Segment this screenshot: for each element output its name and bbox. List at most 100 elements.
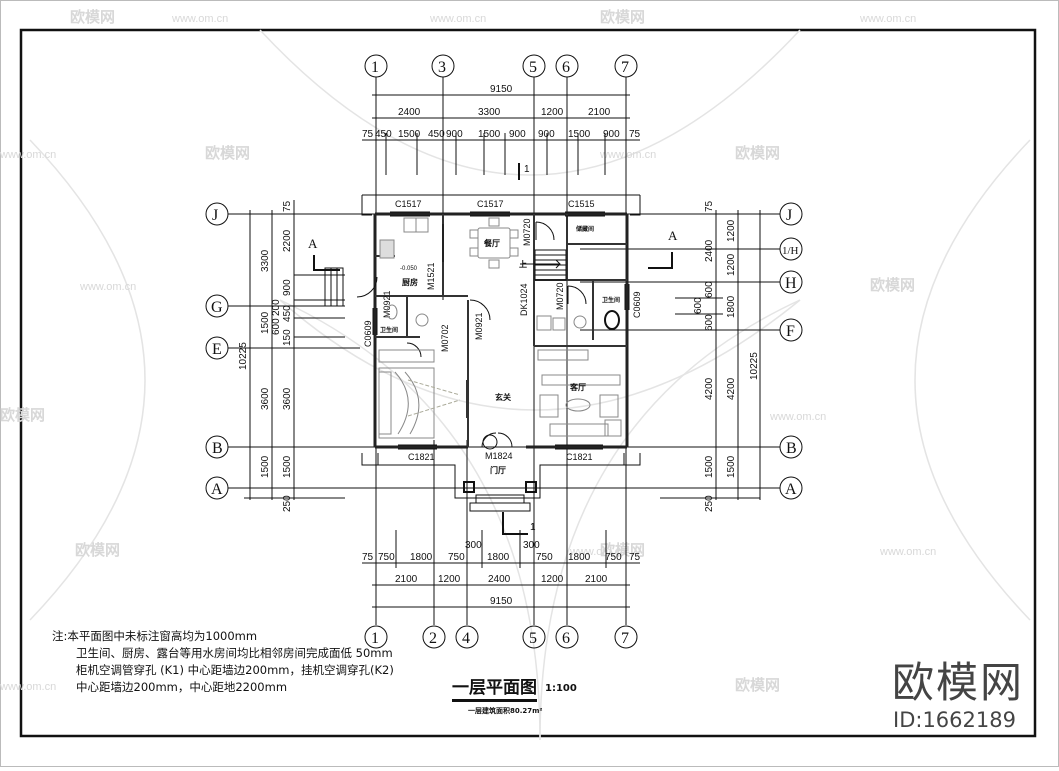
svg-text:F: F [786,323,795,340]
top-axis-bubbles [364,54,638,78]
svg-text:1500: 1500 [726,455,737,478]
door-tag-dk1024: DK1024 [519,283,529,316]
svg-text:250: 250 [704,495,715,512]
svg-text:3300: 3300 [260,249,271,272]
axis-label-bottom-7: 7 [621,630,629,647]
svg-text:600: 600 [271,318,282,335]
axis-label-bottom-1: 1 [371,630,379,647]
svg-text:欧模网: 欧模网 [75,541,120,559]
svg-text:欧模网: 欧模网 [870,276,915,294]
bottom-dimension-lines [362,530,640,608]
svg-text:www.om.cn: www.om.cn [879,546,936,558]
svg-text:www.om.cn: www.om.cn [429,13,486,25]
svg-text:3300: 3300 [478,107,501,118]
svg-text:600: 600 [704,314,715,331]
svg-text:1200: 1200 [726,253,737,276]
svg-text:2400: 2400 [704,239,715,262]
door-tag-m0921: M0921 [474,312,484,340]
svg-text:300: 300 [465,540,482,551]
svg-text:J: J [786,207,792,224]
top-dimension-lines [362,94,640,175]
svg-text:300: 300 [523,540,540,551]
svg-text:4200: 4200 [704,377,715,400]
svg-text:欧模网: 欧模网 [600,541,645,559]
left-dimension-lines [249,200,345,500]
svg-text:1800: 1800 [487,552,510,563]
svg-text:欧模网: 欧模网 [600,8,645,26]
note-line: 注:本平面图中未标注窗高均为1000mm [52,629,258,643]
svg-text:750: 750 [378,552,395,563]
svg-text:欧模网: 欧模网 [0,406,45,424]
svg-text:75: 75 [704,200,715,212]
svg-text:1800: 1800 [410,552,433,563]
dim-top-total: 9150 [490,84,513,95]
stair-up-label: 上 [519,259,527,269]
svg-text:600: 600 [704,281,715,298]
room-label-wc-right: 卫生间 [602,296,620,304]
door-tag-m1521: M1521 [426,262,436,290]
svg-text:75: 75 [629,129,641,140]
room-label-foyer: 玄关 [495,392,511,402]
dim-left-total: 10225 [238,342,249,370]
svg-text:750: 750 [536,552,553,563]
svg-text:900: 900 [538,129,555,140]
svg-text:www.om.cn: www.om.cn [0,681,56,693]
axis-label-top-1: 1 [371,59,379,76]
svg-text:1500: 1500 [478,129,501,140]
room-label-entrance: 门厅 [490,465,506,475]
exterior-walls [373,212,629,449]
section-mark-a-right: A [668,228,678,243]
svg-text:200: 200 [271,299,282,316]
svg-text:3600: 3600 [260,387,271,410]
room-label-storage: 储藏间 [575,225,594,233]
door-tag-m1824: M1824 [485,451,513,461]
svg-text:www.om.cn: www.om.cn [599,149,656,161]
room-label-dining: 餐厅 [483,238,500,248]
svg-text:A: A [785,481,797,498]
window-tag-c0609: C0609 [632,291,642,318]
living-room-furniture [537,349,622,437]
left-wc-fixtures [386,304,429,327]
svg-text:600: 600 [693,297,704,314]
window-tag-c1821: C1821 [566,452,593,462]
svg-text:900: 900 [446,129,463,140]
svg-text:1: 1 [524,164,530,175]
svg-text:150: 150 [282,329,293,346]
drawing-frame [19,28,1037,738]
room-label-kitchen: 厨房 [402,277,418,287]
window-tag-c1517: C1517 [395,199,422,209]
window-marks [372,211,630,450]
svg-text:1/H: 1/H [782,245,799,257]
right-dimension-lines [675,210,761,500]
kitchen-level-label: -0.050 [400,266,418,272]
staircase [520,249,567,281]
window-tag-c1515: C1515 [568,199,595,209]
svg-text:900: 900 [509,129,526,140]
brand-id: ID:1662189 [893,708,1016,732]
door-tag-m0921: M0921 [382,290,392,318]
svg-text:2100: 2100 [395,574,418,585]
svg-text:1200: 1200 [438,574,461,585]
svg-text:1500: 1500 [282,455,293,478]
watermarks: 欧模网 www.om.cn 欧模网 www.om.cn www.om.cn 欧模… [0,8,936,694]
axis-label-top-6: 6 [562,59,570,76]
svg-text:1500: 1500 [398,129,421,140]
dim-bottom-total: 9150 [490,596,513,607]
svg-text:2200: 2200 [282,229,293,252]
axis-label-bottom-2: 2 [429,630,437,647]
svg-text:4200: 4200 [726,377,737,400]
note-line: 中心距墙边200mm，中心距地2200mm [76,680,288,694]
section-mark-a-left: A [308,236,318,251]
side-steps [324,267,344,307]
svg-text:2400: 2400 [488,574,511,585]
svg-text:www.om.cn: www.om.cn [0,149,56,161]
drawing-scale: 1:100 [545,683,577,694]
svg-text:1200: 1200 [726,219,737,242]
svg-text:1500: 1500 [260,311,271,334]
interior-walls [375,214,627,447]
window-tag-c0609: C0609 [363,320,373,347]
svg-text:1200: 1200 [541,107,564,118]
svg-text:1: 1 [530,522,536,533]
svg-text:B: B [212,440,223,457]
